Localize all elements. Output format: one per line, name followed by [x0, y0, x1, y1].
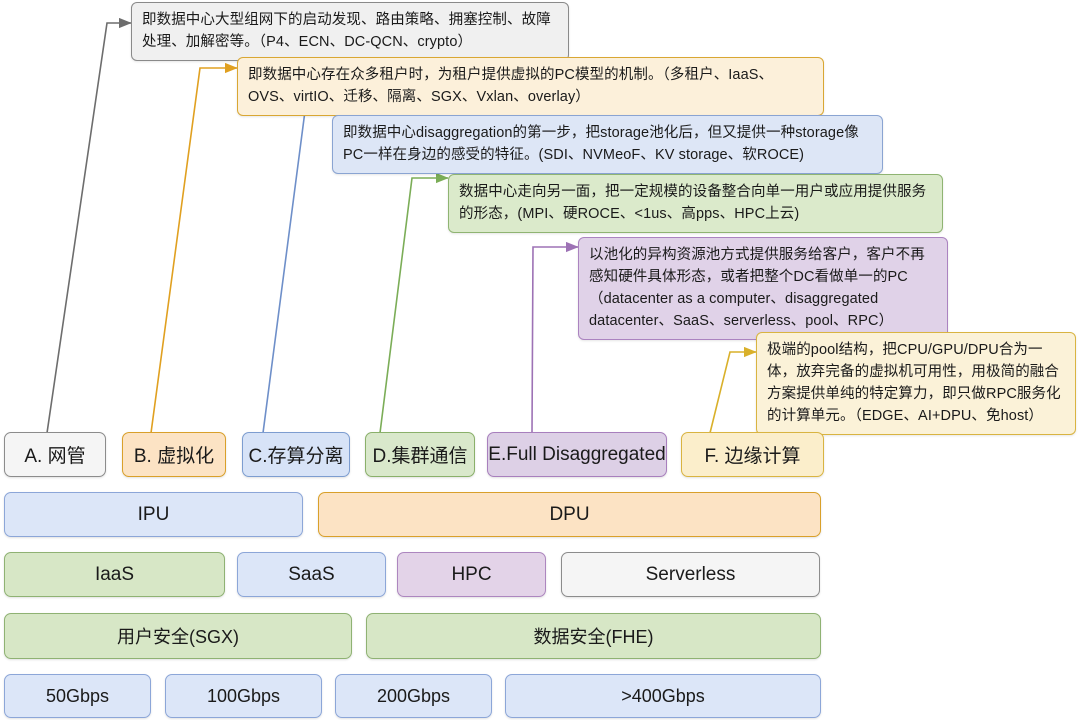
callout-storage-compute-separation: 即数据中心disaggregation的第一步，把storage池化后，但又提供…	[332, 115, 883, 175]
service-box-saas[interactable]: SaaS	[237, 552, 386, 597]
processor-box-ipu[interactable]: IPU	[4, 492, 303, 537]
category-box-network-management[interactable]: A. 网管	[4, 432, 106, 477]
callout-full-disaggregated: 以池化的异构资源池方式提供服务给客户，客户不再感知硬件具体形态，或者把整个DC看…	[578, 237, 948, 341]
service-box-hpc[interactable]: HPC	[397, 552, 546, 597]
category-box-storage-compute-separation[interactable]: C.存算分离	[242, 432, 350, 477]
bandwidth-box-50gbps[interactable]: 50Gbps	[4, 674, 151, 718]
callout-cluster-communication: 数据中心走向另一面，把一定规模的设备整合向单一用户或应用提供服务的形态，(MPI…	[448, 174, 943, 234]
category-box-virtualization[interactable]: B. 虚拟化	[122, 432, 226, 477]
security-box-data-security[interactable]: 数据安全(FHE)	[366, 613, 821, 659]
processor-box-dpu[interactable]: DPU	[318, 492, 821, 537]
category-box-cluster-communication[interactable]: D.集群通信	[365, 432, 475, 477]
bandwidth-box-100gbps[interactable]: 100Gbps	[165, 674, 322, 718]
service-box-serverless[interactable]: Serverless	[561, 552, 820, 597]
category-box-full-disaggregated[interactable]: E.Full Disaggregated	[487, 432, 667, 477]
category-box-edge-computing[interactable]: F. 边缘计算	[681, 432, 824, 477]
callout-network-management: 即数据中心大型组网下的启动发现、路由策略、拥塞控制、故障处理、加解密等。（P4、…	[131, 2, 569, 62]
callout-virtualization: 即数据中心存在众多租户时，为租户提供虚拟的PC模型的机制。（多租户、IaaS、O…	[237, 57, 824, 117]
security-box-user-security[interactable]: 用户安全(SGX)	[4, 613, 352, 659]
bandwidth-box-200gbps[interactable]: 200Gbps	[335, 674, 492, 718]
service-box-iaas[interactable]: IaaS	[4, 552, 225, 597]
bandwidth-box-400gbps[interactable]: >400Gbps	[505, 674, 821, 718]
callout-edge-computing: 极端的pool结构，把CPU/GPU/DPU合为一体，放弃完备的虚拟机可用性，用…	[756, 332, 1076, 436]
